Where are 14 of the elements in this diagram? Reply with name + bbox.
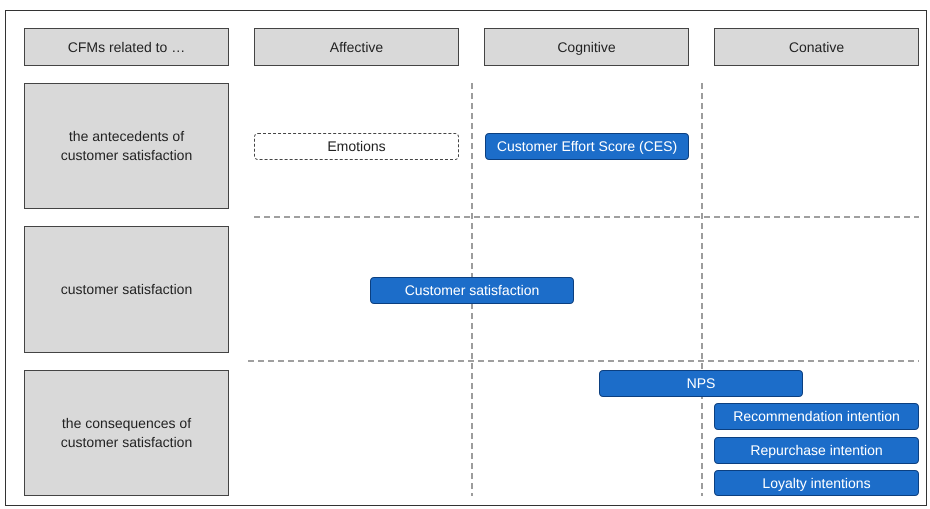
measure-box: Customer satisfaction <box>370 277 574 304</box>
row-header: the consequences of customer satisfaction <box>24 370 229 496</box>
column-header: Conative <box>714 28 919 66</box>
column-header: Affective <box>254 28 459 66</box>
measure-box: Loyalty intentions <box>714 470 919 496</box>
measure-box: Repurchase intention <box>714 437 919 464</box>
column-header: CFMs related to … <box>24 28 229 66</box>
measure-box: NPS <box>599 370 803 397</box>
measure-box: Emotions <box>254 133 459 160</box>
row-header: the antecedents of customer satisfaction <box>24 83 229 209</box>
row-header: customer satisfaction <box>24 226 229 353</box>
measure-box: Customer Effort Score (CES) <box>485 133 689 160</box>
measure-box: Recommendation intention <box>714 403 919 430</box>
column-header: Cognitive <box>484 28 689 66</box>
